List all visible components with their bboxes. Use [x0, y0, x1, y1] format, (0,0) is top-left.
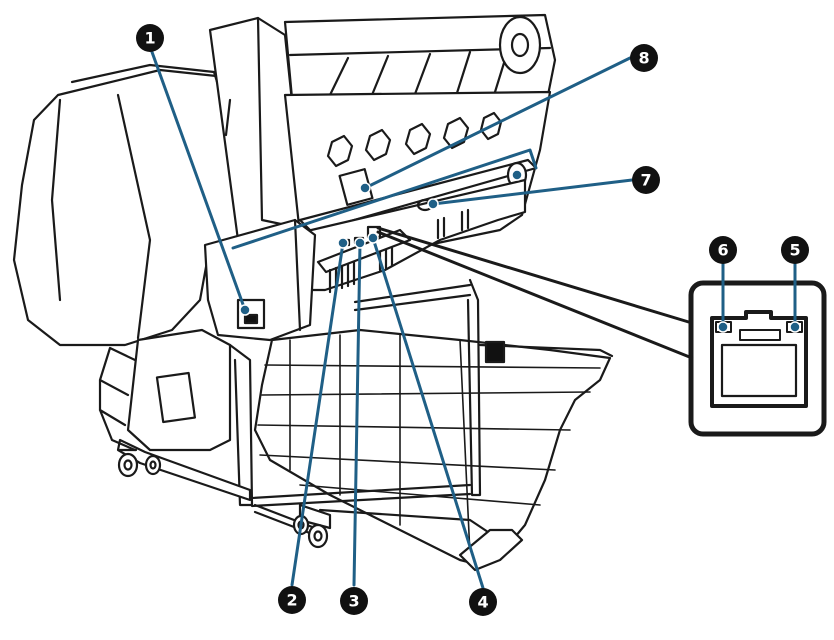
callout-badge-6: 6	[709, 236, 737, 264]
basket-wire	[289, 334, 471, 556]
lan-jack-inner	[720, 343, 798, 398]
stand-cross-brace	[353, 283, 472, 312]
callout-badge-5: 5	[781, 236, 809, 264]
callout-badge-1: 1	[136, 24, 164, 52]
rear-hex-vent	[326, 134, 354, 168]
ink-bay-edge	[293, 218, 302, 332]
leader-line-4	[371, 236, 485, 590]
ink-cover-handle	[243, 313, 259, 325]
printer-illustration	[12, 13, 614, 572]
ink-bay-body	[203, 218, 317, 342]
callout-badge-2: 2	[278, 586, 306, 614]
leader-dot-5	[789, 321, 801, 333]
leader-dot-2	[337, 237, 349, 249]
left-stand-panel	[126, 328, 232, 452]
basket-clamp	[484, 340, 506, 364]
lower-grille	[328, 260, 356, 294]
basket-wire	[257, 424, 571, 431]
roll-end-hub	[510, 32, 530, 58]
callout-badges: 1 8 7 6 5 2 3 4	[136, 24, 809, 616]
paper-guide	[328, 48, 510, 97]
roll-paper-unit	[283, 13, 557, 100]
roll-end-cap	[498, 15, 542, 75]
caster-wheel	[307, 523, 329, 549]
lan-port-inset	[688, 280, 827, 437]
callout-number: 6	[717, 241, 728, 260]
rear-hex-vent	[442, 116, 470, 150]
left-basket	[98, 346, 137, 452]
callout-number: 3	[348, 592, 359, 611]
callout-number: 2	[286, 591, 297, 610]
callout-badge-8: 8	[630, 44, 658, 72]
end-panel-vent	[224, 98, 232, 137]
leader-dot-3	[354, 237, 366, 249]
rear-hex-vent	[364, 128, 392, 162]
magnify-line	[376, 230, 694, 360]
stand-cross-bar	[250, 483, 472, 508]
leader-dot-7	[427, 198, 439, 210]
lan-jack-body	[710, 310, 808, 408]
paper-basket-frame	[253, 328, 612, 567]
callout-number: 5	[789, 241, 800, 260]
callout-number: 4	[477, 593, 488, 612]
leader-line-7	[431, 178, 634, 206]
lan-jack-contacts	[739, 329, 781, 341]
lower-vent-stripes	[436, 208, 470, 240]
basket-wire	[261, 391, 591, 396]
basket-support-arm	[478, 343, 614, 358]
leader-lines	[150, 50, 797, 590]
callout-badge-4: 4	[469, 588, 497, 616]
leader-dot-bracket	[511, 169, 523, 181]
rear-hex-vent	[404, 122, 432, 156]
stand-plate	[155, 371, 197, 424]
left-cover-inner-line	[50, 98, 62, 302]
leader-line-1	[150, 50, 247, 312]
magnify-line	[376, 226, 694, 325]
bracket-8	[231, 148, 538, 250]
leader-dot-8	[359, 182, 371, 194]
callout-number: 8	[638, 49, 649, 68]
left-stand-leg	[228, 343, 254, 507]
leader-line-8	[363, 56, 632, 190]
callout-number: 7	[640, 171, 651, 190]
leader-line-2	[290, 241, 345, 587]
leader-line-3	[352, 241, 362, 587]
callout-badge-7: 7	[632, 166, 660, 194]
caster-wheel	[144, 454, 162, 476]
leader-dot-6	[717, 321, 729, 333]
callout-number: 1	[144, 29, 155, 48]
right-stand-leg	[466, 278, 482, 497]
leader-dot-1	[239, 304, 251, 316]
left-base-foot	[116, 438, 252, 502]
basket-wire	[264, 364, 601, 369]
left-cover-inner-line	[116, 93, 152, 340]
basket-wire	[259, 454, 556, 471]
leader-dot-4	[367, 232, 379, 244]
callout-badge-3: 3	[340, 587, 368, 615]
leader-dots	[239, 169, 801, 333]
